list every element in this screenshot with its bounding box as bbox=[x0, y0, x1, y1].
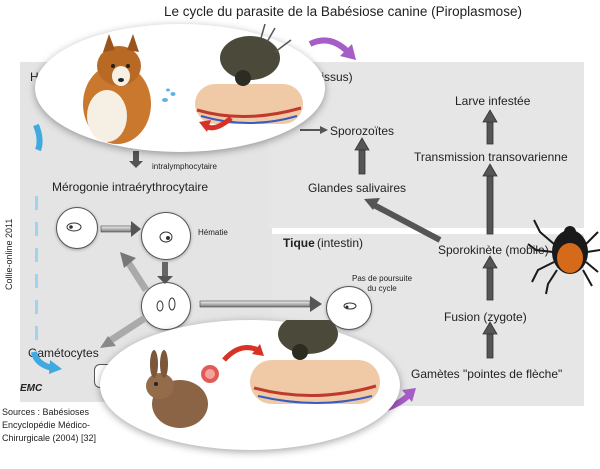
intralymphocytaire-label: intralymphocytaire bbox=[152, 162, 217, 171]
merogonie-label: Mérogonie intraérythrocytaire bbox=[52, 180, 209, 194]
gametocytes-label: Gamétocytes bbox=[28, 346, 99, 360]
cell-gametocyte bbox=[141, 282, 191, 330]
tick-icon bbox=[527, 219, 600, 295]
watermark: Collie-online 2011 bbox=[4, 218, 14, 290]
sporokinete-label: Sporokinète (mobile) bbox=[438, 243, 549, 257]
host-heading: H bbox=[30, 70, 39, 84]
emc-logo: EMC bbox=[20, 383, 43, 394]
larve-label: Larve infestée bbox=[455, 94, 531, 108]
page-title: Le cycle du parasite de la Babésiose can… bbox=[164, 4, 522, 19]
cell-merozoite bbox=[56, 207, 98, 249]
dog-icon bbox=[83, 34, 151, 144]
credit-line-2: Encyclopédie Médico- bbox=[2, 420, 91, 430]
hematie-label: Hématie bbox=[198, 228, 228, 237]
transmission-label: Transmission transovarienne bbox=[414, 150, 568, 164]
glandes-label: Glandes salivaires bbox=[308, 181, 407, 195]
blood-cell-icon bbox=[201, 365, 219, 383]
credit-line-1: Sources : Babésioses bbox=[2, 407, 90, 417]
fusion-label: Fusion (zygote) bbox=[444, 310, 527, 324]
skin-tick-icon-2 bbox=[250, 320, 380, 404]
skin-tick-icon bbox=[195, 24, 303, 124]
water-drops-icon bbox=[162, 88, 176, 102]
rabbit-icon bbox=[146, 350, 208, 428]
source-credit: Sources : Babésioses Encyclopédie Médico… bbox=[2, 406, 96, 445]
red-arrow-icon-2 bbox=[222, 345, 260, 362]
sporozoites-label: Sporozoïtes bbox=[330, 124, 395, 138]
gametes-label: Gamètes "pointes de flèche" bbox=[411, 367, 563, 381]
intestin-label: (intestin) bbox=[317, 236, 364, 250]
pas-de-poursuite-label: Pas de poursuite du cycle bbox=[352, 274, 413, 293]
rabbit-tick-illustration bbox=[146, 320, 380, 428]
tique-label: Tique bbox=[283, 236, 315, 250]
dog-tick-illustration bbox=[83, 24, 303, 144]
credit-line-3: Chirurgicale (2004) [32] bbox=[2, 433, 97, 443]
